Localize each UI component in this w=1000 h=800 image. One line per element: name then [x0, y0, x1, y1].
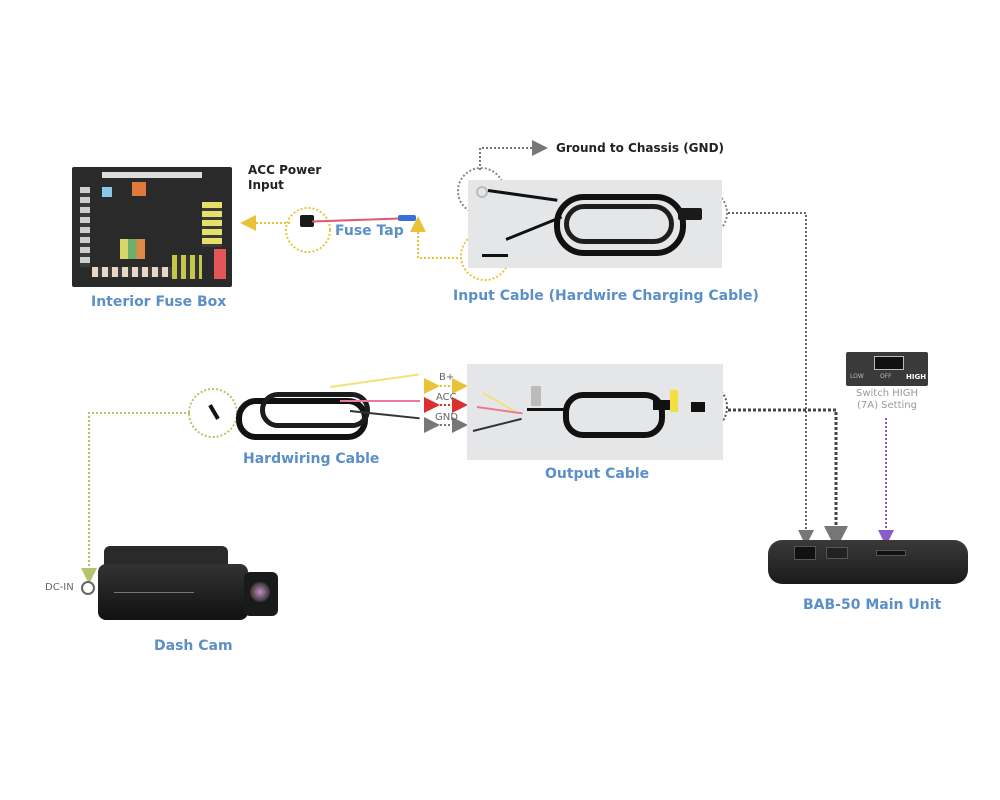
- hardwiring-cable-image: [200, 373, 430, 440]
- input-cable-label: Input Cable (Hardwire Charging Cable): [453, 288, 759, 304]
- switch-caption-line1: Switch HIGH: [856, 388, 918, 399]
- switch-caption-line2: (7A) Setting: [857, 400, 917, 411]
- input-cable-image: [468, 180, 722, 268]
- bplus-label: B+: [439, 372, 455, 383]
- dash-cam-image: [98, 546, 280, 622]
- input-to-mainunit-line: [728, 212, 814, 546]
- dc-in-label: DC-IN: [45, 582, 74, 593]
- switch-pos-high: HIGH: [906, 373, 927, 381]
- hardwiring-to-dashcam-line: [81, 412, 190, 584]
- switch-panel[interactable]: LOW OFF HIGH: [846, 352, 928, 386]
- output-to-mainunit-line: [728, 408, 848, 550]
- acc-power-input-label: ACC Power Input: [248, 163, 321, 193]
- fuse-tap-image: [292, 213, 422, 233]
- main-unit-image: [768, 540, 968, 584]
- main-unit-switch: [876, 550, 906, 556]
- fuse-box-label: Interior Fuse Box: [91, 294, 227, 310]
- ground-label: Ground to Chassis (GND): [556, 141, 725, 155]
- switch-pos-low: LOW: [850, 373, 864, 380]
- acc-power-line2: Input: [248, 178, 284, 192]
- main-unit-output-port: [826, 547, 848, 559]
- input-to-fusetap-line: [410, 216, 458, 259]
- dc-in-port: [81, 581, 95, 595]
- fusetap-highlight: [285, 207, 331, 253]
- main-unit-label: BAB-50 Main Unit: [803, 597, 942, 613]
- switch-pos-off: OFF: [880, 373, 892, 380]
- hardwiring-cable-label: Hardwiring Cable: [243, 451, 380, 467]
- switch-caption: Switch HIGH (7A) Setting: [846, 388, 928, 412]
- dash-cam-label: Dash Cam: [154, 638, 233, 654]
- acc-power-line1: ACC Power: [248, 163, 322, 177]
- acc-label: ACC: [436, 392, 457, 403]
- output-cable-image: [467, 364, 723, 460]
- input-connector-highlight: [680, 189, 728, 237]
- switch-slider[interactable]: [874, 356, 904, 370]
- gnd-label: GND: [435, 412, 458, 423]
- fuse-tap-label: Fuse Tap: [335, 223, 404, 239]
- main-unit-dc-port: [794, 546, 816, 560]
- ground-line: [479, 140, 548, 170]
- output-cable-label: Output Cable: [545, 466, 650, 482]
- fuse-box-image: [72, 167, 232, 287]
